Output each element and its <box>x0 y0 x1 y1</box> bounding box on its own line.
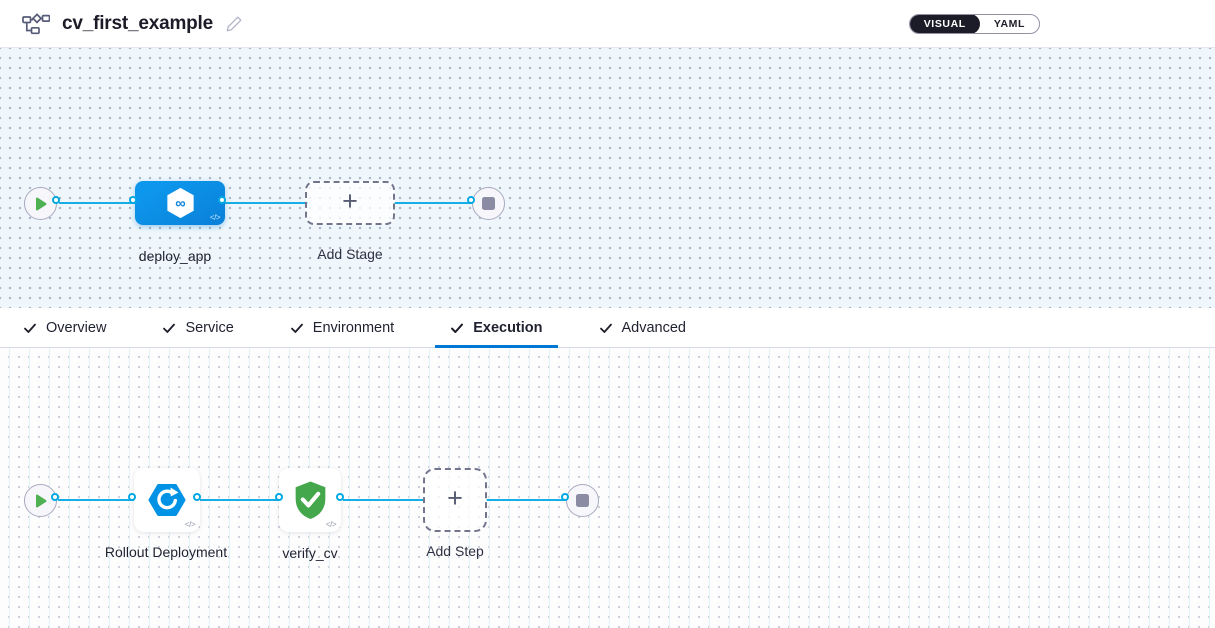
step-node-verify-cv[interactable]: </> <box>279 468 341 532</box>
tab-advanced[interactable]: Advanced <box>584 308 702 347</box>
svg-text:∞: ∞ <box>175 196 185 212</box>
stop-icon <box>576 494 589 507</box>
stage-label: deploy_app <box>138 248 212 264</box>
link-point <box>129 196 137 204</box>
link-point <box>467 196 475 204</box>
cd-stage-icon: ∞ <box>166 187 194 219</box>
code-glyph: </> <box>325 520 337 529</box>
edit-title-pencil-icon[interactable] <box>225 14 244 33</box>
k8s-rollout-icon <box>148 484 186 516</box>
execution-start-node <box>24 484 57 517</box>
add-step-button[interactable]: + <box>423 468 487 532</box>
connector-line <box>343 499 424 501</box>
verify-shield-icon <box>295 481 325 519</box>
execution-end-node <box>566 484 599 517</box>
visual-yaml-toggle: VISUAL YAML <box>908 13 1040 34</box>
tab-label: Advanced <box>621 319 687 336</box>
plus-icon: + <box>342 186 358 216</box>
stage-node-deploy-app[interactable]: ∞ </> <box>135 181 225 225</box>
add-stage-label: Add Stage <box>317 246 383 262</box>
link-point <box>336 493 344 501</box>
connector-line <box>394 202 474 204</box>
check-icon <box>451 323 464 333</box>
tab-overview[interactable]: Overview <box>8 308 121 347</box>
step-label: verify_cv <box>282 545 338 561</box>
visual-toggle-button[interactable]: VISUAL <box>909 14 980 33</box>
pipeline-header: cv_first_example VISUAL YAML <box>0 0 1215 48</box>
play-icon <box>35 494 46 507</box>
yaml-toggle-button[interactable]: YAML <box>993 17 1025 30</box>
tab-execution[interactable]: Execution <box>435 308 558 348</box>
add-step-label: Add Step <box>426 543 484 559</box>
check-icon <box>163 323 176 333</box>
link-point <box>193 493 201 501</box>
stage-canvas[interactable]: ∞ </> + deploy_app Add Stage <box>0 48 1215 308</box>
check-icon <box>290 323 303 333</box>
connector-line <box>225 202 308 204</box>
stop-icon <box>482 197 495 210</box>
connector-line <box>486 499 568 501</box>
link-point <box>128 493 136 501</box>
link-point <box>52 196 60 204</box>
play-icon <box>35 197 46 210</box>
code-glyph: </> <box>209 213 221 222</box>
connector-line <box>199 499 282 501</box>
link-point <box>218 196 226 204</box>
add-stage-button[interactable]: + <box>305 181 395 225</box>
link-point <box>561 493 569 501</box>
step-label: Rollout Deployment <box>104 544 228 560</box>
link-point <box>275 493 283 501</box>
pipeline-start-node <box>24 187 57 220</box>
connector-line <box>58 499 135 501</box>
code-glyph: </> <box>184 520 196 529</box>
page-title: cv_first_example <box>62 12 214 34</box>
pipeline-end-node <box>472 187 505 220</box>
stage-config-tabs: Overview Service Environment Execution A… <box>0 308 1215 348</box>
tab-environment[interactable]: Environment <box>275 308 409 347</box>
link-point <box>51 493 59 501</box>
connector-line <box>59 202 137 204</box>
check-icon <box>599 323 612 333</box>
check-icon <box>24 323 36 333</box>
plus-icon: + <box>447 483 463 513</box>
tab-service[interactable]: Service <box>147 308 248 347</box>
tab-label: Overview <box>46 319 107 336</box>
tab-label: Execution <box>473 319 543 336</box>
tab-label: Service <box>185 319 234 336</box>
step-node-rollout-deployment[interactable]: </> <box>134 468 200 532</box>
tab-label: Environment <box>312 319 395 336</box>
pipeline-graph-icon <box>22 12 50 35</box>
execution-canvas[interactable]: </> </> + Rollout Deployment verify_cv A… <box>0 348 1215 628</box>
